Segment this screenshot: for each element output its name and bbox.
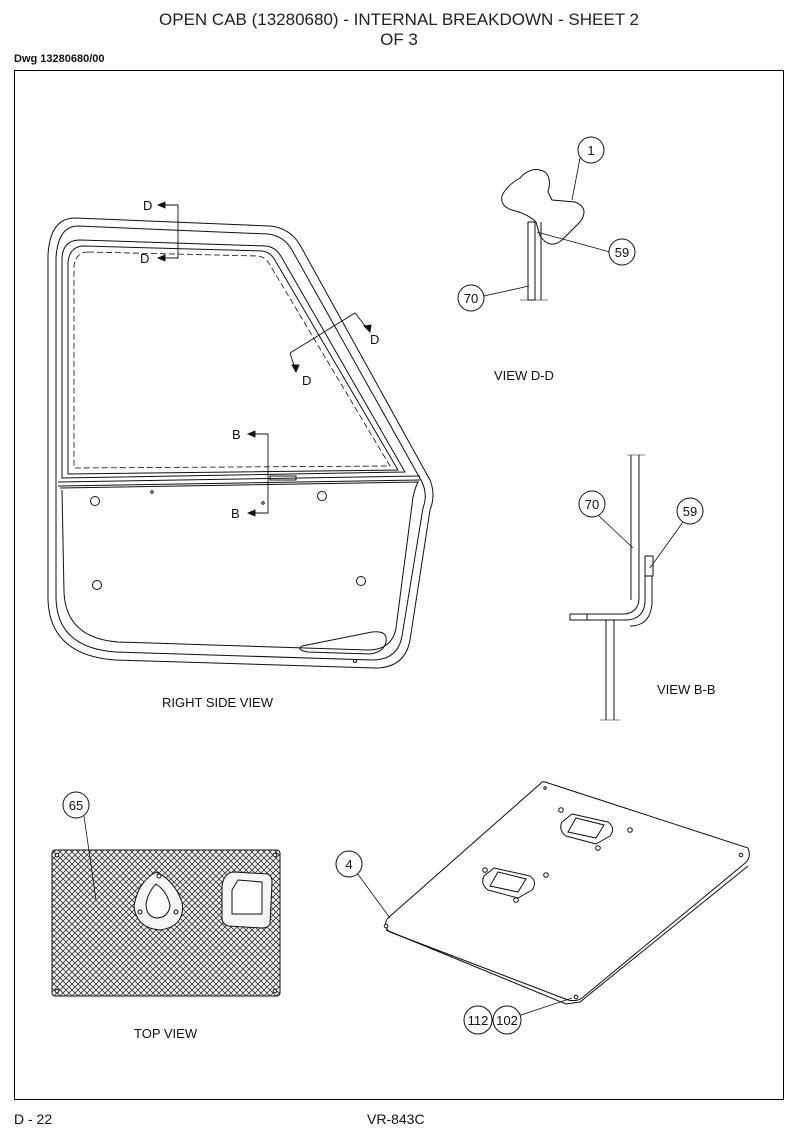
right-side-view-door (47, 217, 434, 669)
callout-59-bb: 59 (676, 497, 704, 525)
top-view-mat (51, 849, 281, 997)
floor-plate-leaders (356, 872, 573, 1017)
page-number: D - 22 (14, 1111, 53, 1127)
callout-4: 4 (335, 850, 363, 878)
svg-text:4: 4 (345, 857, 352, 872)
drawing-frame (14, 70, 784, 1100)
callout-112: 112 (463, 1005, 493, 1035)
section-line-d-vertical (156, 201, 179, 262)
view-dd-label: VIEW D-D (494, 368, 554, 383)
drawing-number: Dwg 13280680/00 (14, 53, 105, 65)
callout-70-dd: 70 (457, 284, 485, 312)
callout-65: 65 (62, 791, 90, 819)
right-side-view-label: RIGHT SIDE VIEW (162, 695, 274, 710)
top-view-label: TOP VIEW (134, 1026, 198, 1041)
title-line-2: OF 3 (380, 30, 418, 49)
svg-text:70: 70 (464, 291, 478, 306)
callout-102: 102 (492, 1005, 522, 1035)
section-mark-d-2: D (140, 251, 149, 266)
view-bb-section (569, 454, 654, 721)
callout-70-bb: 70 (578, 490, 606, 518)
callout-65-leader (83, 815, 97, 901)
section-mark-b-2: B (231, 506, 240, 521)
section-mark-d-1: D (143, 198, 152, 213)
section-mark-d-3: D (370, 332, 379, 347)
view-dd-leaders (483, 157, 611, 297)
document-code: VR-843C (367, 1111, 425, 1127)
svg-text:112: 112 (468, 1013, 489, 1028)
view-dd-section (501, 169, 585, 301)
section-line-b (246, 430, 269, 517)
view-bb-leaders (597, 514, 684, 569)
section-mark-d-4: D (302, 373, 311, 388)
callout-1: 1 (577, 136, 605, 164)
view-bb-label: VIEW B-B (657, 682, 716, 697)
title-line-1: OPEN CAB (13280680) - INTERNAL BREAKDOWN… (159, 10, 639, 29)
page-title: OPEN CAB (13280680) - INTERNAL BREAKDOWN… (0, 10, 798, 50)
section-mark-b-1: B (232, 427, 241, 442)
svg-text:102: 102 (496, 1013, 518, 1028)
svg-text:59: 59 (683, 504, 697, 519)
svg-text:59: 59 (615, 245, 629, 260)
callout-59-dd: 59 (608, 238, 636, 266)
svg-text:70: 70 (585, 497, 599, 512)
svg-text:1: 1 (587, 143, 594, 158)
floor-plate-isometric (383, 781, 750, 1005)
section-line-d-diagonal (289, 312, 372, 374)
svg-text:65: 65 (69, 798, 83, 813)
